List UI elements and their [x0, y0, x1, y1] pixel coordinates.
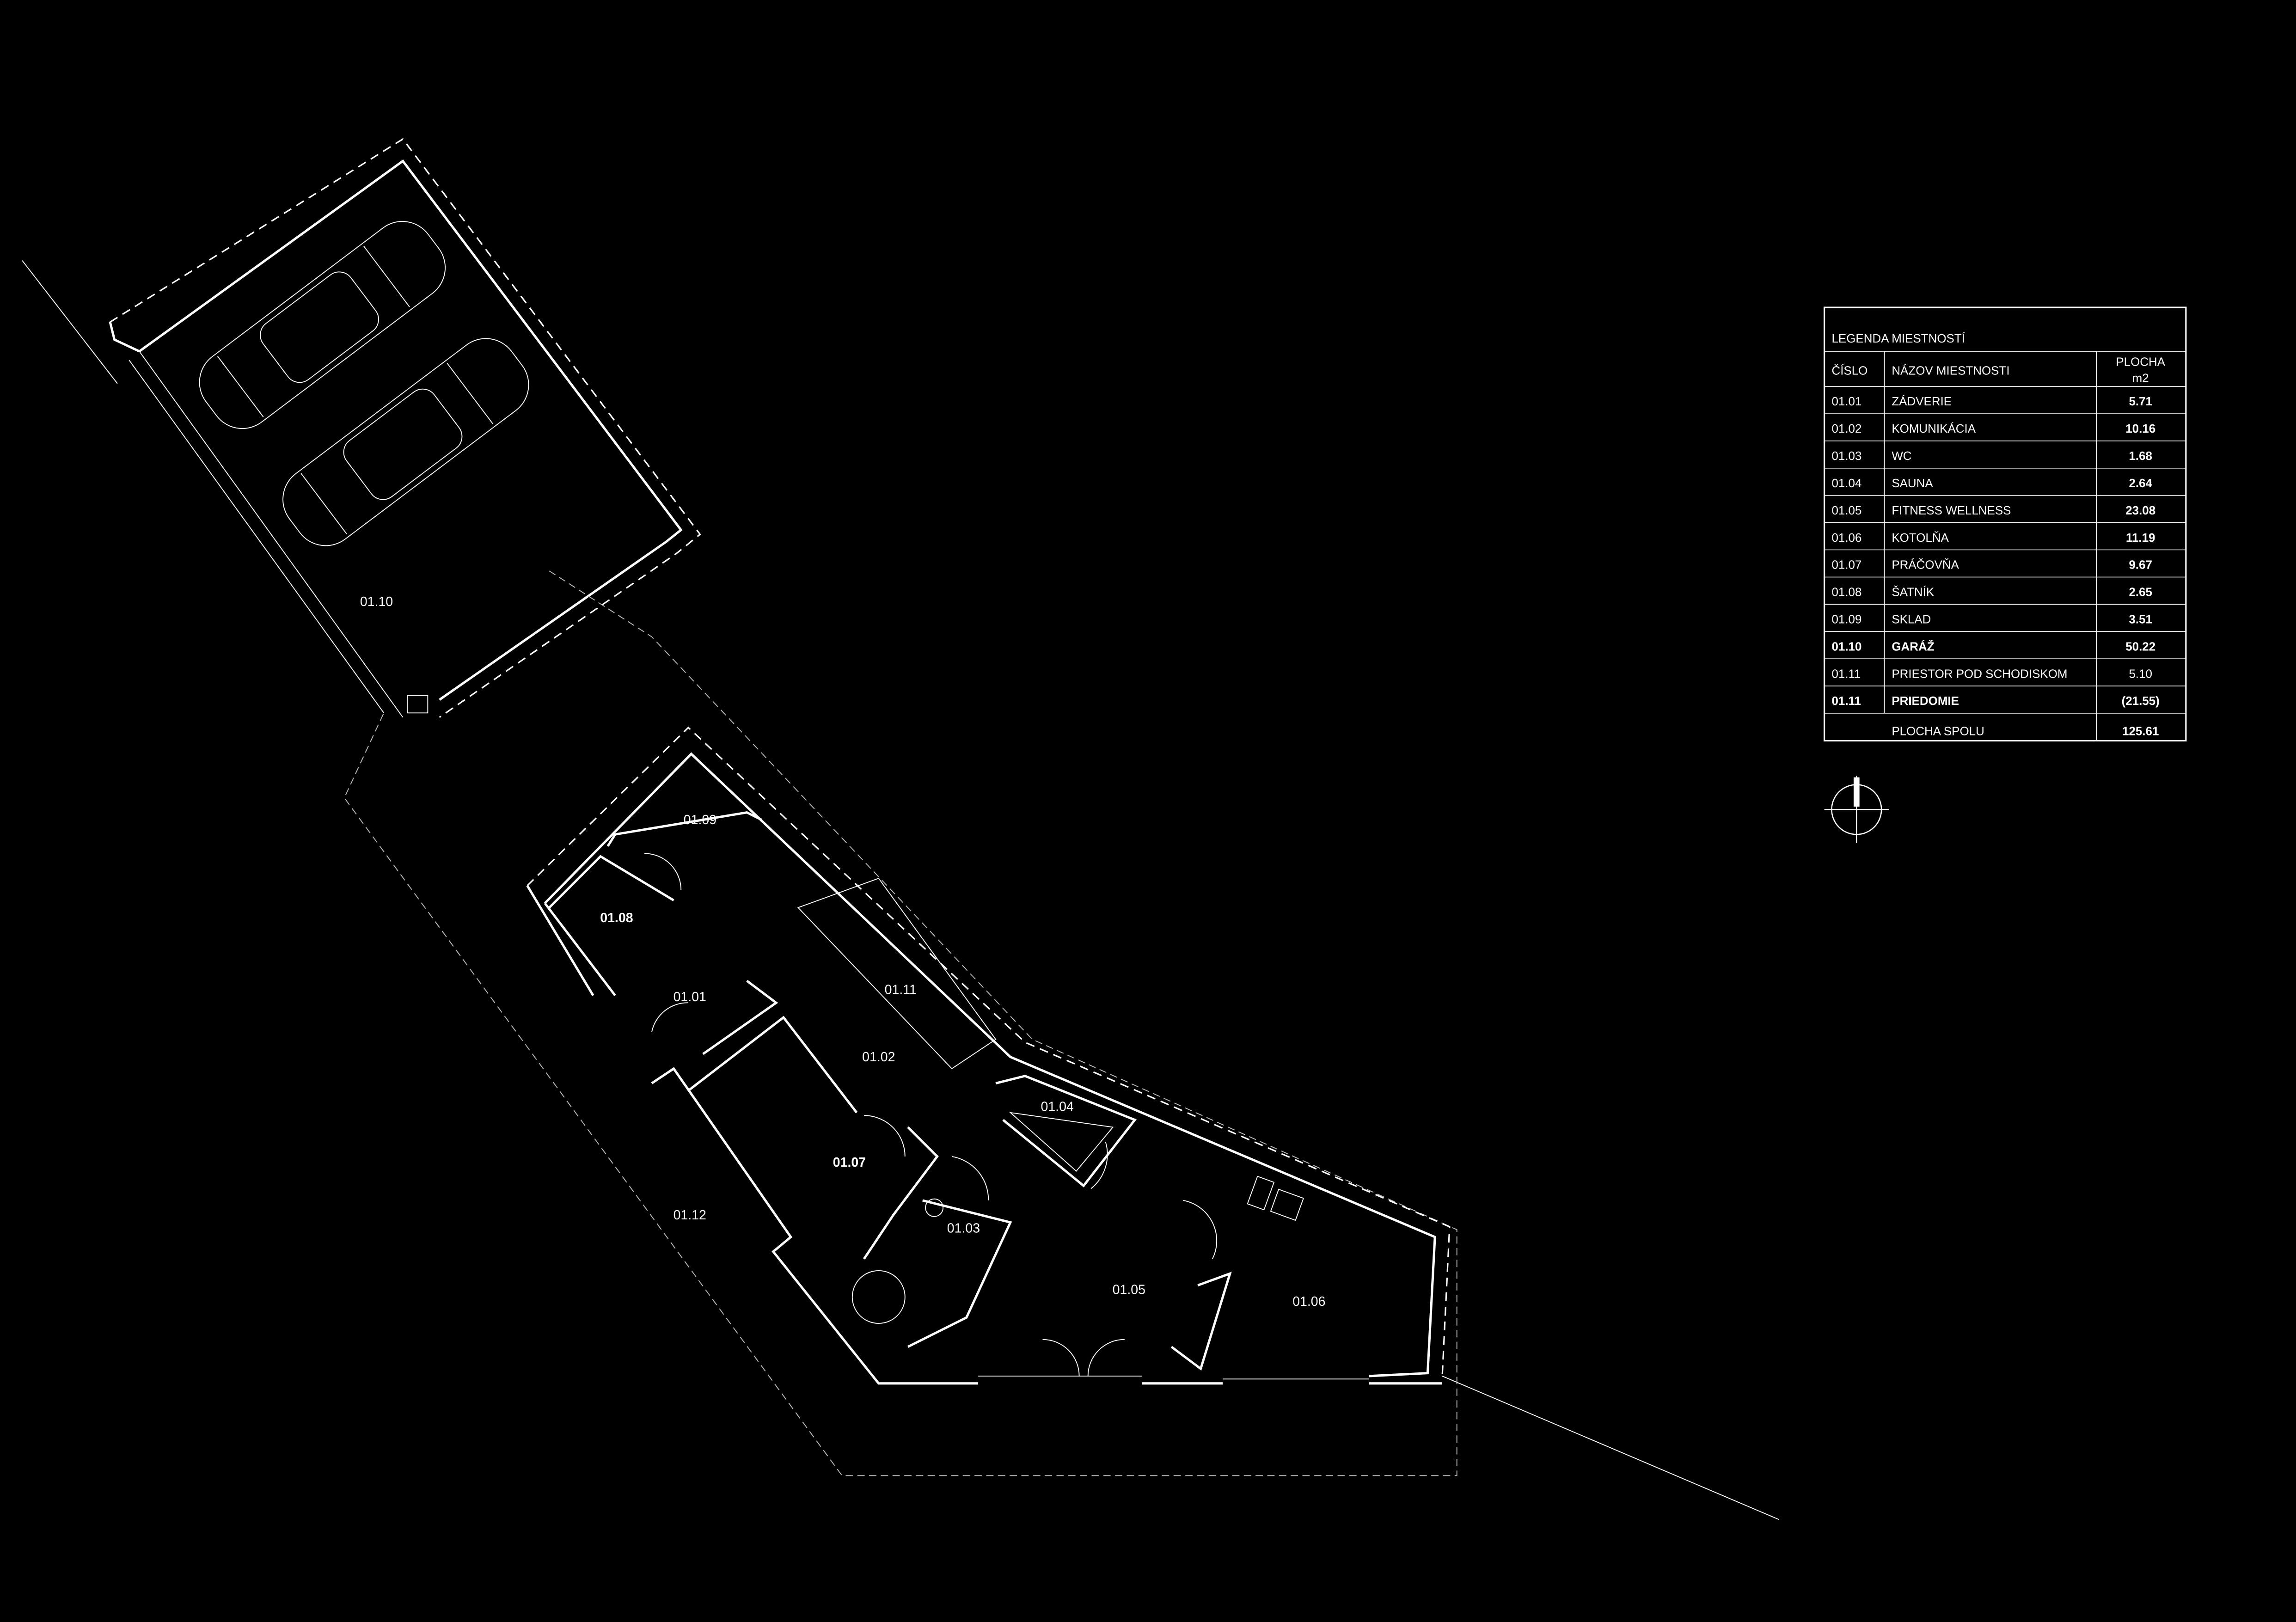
north-arrow-icon — [1824, 776, 1889, 844]
row-name: KOTOLŇA — [1892, 531, 1949, 545]
header-number: ČÍSLO — [1831, 364, 1867, 378]
row-area: 50.22 — [2125, 639, 2155, 653]
row-number: 01.11 — [1831, 694, 1861, 708]
row-name: SKLAD — [1892, 612, 1931, 626]
row-area: 1.68 — [2129, 449, 2152, 463]
row-number: 01.02 — [1831, 422, 1861, 435]
row-number: 01.07 — [1831, 558, 1861, 572]
row-area: 2.65 — [2129, 585, 2152, 599]
row-area: 10.16 — [2125, 422, 2155, 435]
room-label-pracovna: 01.07 — [833, 1155, 866, 1170]
row-name: PRIESTOR POD SCHODISKOM — [1892, 667, 2067, 680]
room-label-sauna: 01.04 — [1041, 1100, 1073, 1114]
row-name: FITNESS WELLNESS — [1892, 503, 2011, 517]
legend-title: LEGENDA MIESTNOSTÍ — [1831, 331, 1965, 345]
header-unit: m2 — [2132, 371, 2149, 385]
room-label-wc: 01.03 — [947, 1221, 980, 1236]
row-name: SAUNA — [1892, 476, 1933, 490]
total-area: 125.61 — [2122, 724, 2159, 738]
row-number: 01.09 — [1831, 612, 1861, 626]
garage — [109, 138, 701, 718]
row-name: KOMUNIKÁCIA — [1892, 422, 1976, 435]
room-label-sklad: 01.09 — [684, 813, 716, 827]
header-name: NÁZOV MIESTNOSTI — [1892, 364, 2009, 378]
row-name: WC — [1892, 449, 1911, 463]
room-label-garage: 01.10 — [360, 594, 393, 609]
site-boundary-line — [22, 260, 118, 384]
row-area: (21.55) — [2122, 694, 2160, 708]
porch-outline — [343, 570, 1457, 1476]
room-label-fitness: 01.05 — [1113, 1283, 1145, 1298]
row-area: 11.19 — [2126, 531, 2155, 545]
car-icon — [199, 221, 446, 429]
row-area: 5.10 — [2129, 667, 2152, 680]
room-label-zadverie: 01.01 — [673, 990, 706, 1004]
room-label-pod-schodiskom: 01.11 — [885, 982, 917, 997]
room-label-kotolna: 01.06 — [1292, 1294, 1325, 1309]
row-number: 01.10 — [1831, 639, 1861, 653]
row-area: 3.51 — [2129, 612, 2152, 626]
row-number: 01.04 — [1831, 476, 1861, 490]
row-area: 5.71 — [2129, 394, 2152, 408]
row-number: 01.11 — [1831, 667, 1861, 680]
room-label-komunikacia: 01.02 — [862, 1050, 895, 1065]
header-area: PLOCHA — [2116, 355, 2165, 369]
row-number: 01.05 — [1831, 503, 1861, 517]
row-number: 01.06 — [1831, 531, 1861, 545]
row-number: 01.03 — [1831, 449, 1861, 463]
room-label-priedomie: 01.12 — [673, 1208, 706, 1223]
row-name: ŠATNÍK — [1892, 585, 1935, 599]
car-icon — [282, 338, 529, 546]
row-number: 01.08 — [1831, 585, 1861, 599]
row-area: 23.08 — [2125, 503, 2155, 517]
row-name: ZÁDVERIE — [1892, 394, 1952, 408]
row-name: GARÁŽ — [1892, 639, 1934, 653]
row-name: PRIEDOMIE — [1892, 694, 1959, 708]
house-walls — [526, 726, 1451, 1385]
total-label: PLOCHA SPOLU — [1892, 724, 1984, 738]
row-number: 01.01 — [1831, 394, 1861, 408]
row-name: PRÁČOVŇA — [1892, 558, 1959, 572]
row-area: 2.64 — [2129, 476, 2152, 490]
site-boundary-line — [1442, 1376, 1779, 1520]
room-legend-table: LEGENDA MIESTNOSTÍ ČÍSLO NÁZOV MIESTNOSTI… — [1824, 306, 2187, 742]
row-area: 9.67 — [2129, 558, 2152, 572]
room-label-satnik: 01.08 — [600, 911, 633, 925]
